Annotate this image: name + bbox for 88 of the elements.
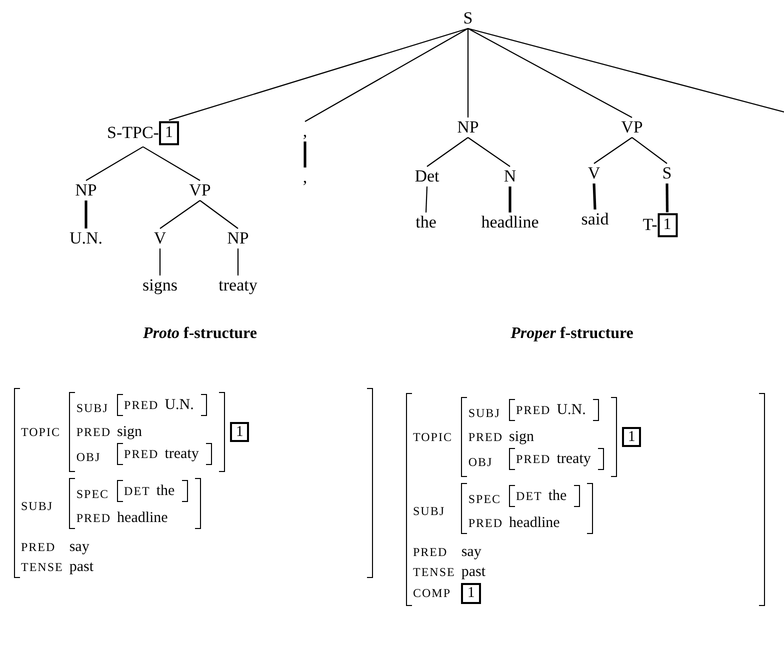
tree-label: the (416, 214, 436, 230)
attribute-label: TOPIC (21, 425, 60, 439)
value-label: treaty (164, 446, 199, 462)
tree-branch (594, 137, 632, 164)
value-label: past (461, 564, 486, 580)
value-label: treaty (556, 451, 591, 467)
tree-label: N (504, 168, 516, 184)
attribute-label: PRED (468, 516, 504, 530)
attribute-label: OBJ (468, 454, 493, 468)
tree-branch (468, 28, 632, 118)
attribute-label: TENSE (21, 560, 64, 574)
value-label: headline (117, 510, 168, 526)
attribute-label: SUBJ (76, 400, 108, 414)
tree-label: , (302, 168, 308, 186)
value-label: past (69, 559, 94, 575)
heading: Proto f-structure (143, 325, 257, 343)
tree-label: NP (227, 230, 249, 246)
tree-label: VP (189, 182, 211, 198)
attribute-label: SPEC (468, 492, 502, 506)
tree-branch (425, 186, 428, 213)
index-box: 1 (461, 583, 481, 604)
attribute-label: SUBJ (468, 406, 500, 420)
tree-label: V (588, 164, 600, 182)
tree-label: U.N. (69, 230, 103, 246)
tree-branch (304, 28, 468, 122)
tree-label: S-TPC- (107, 124, 159, 142)
attribute-label: PRED (124, 447, 159, 461)
attribute-label: OBJ (76, 450, 101, 464)
tree-branch (467, 28, 469, 118)
tree-branch (142, 146, 200, 181)
value-label: the (156, 483, 175, 499)
tree-branch (84, 200, 88, 228)
attribute-label: PRED (413, 545, 448, 559)
tree-label: V (154, 230, 166, 246)
tree-label: S (463, 10, 473, 26)
attribute-label: PRED (516, 452, 551, 466)
index-box: 1 (657, 213, 678, 237)
tree-branch (160, 200, 200, 229)
tree-branch (237, 248, 239, 276)
attribute-label: TENSE (413, 565, 456, 579)
tree-branch (632, 137, 668, 164)
attribute-label: PRED (124, 398, 159, 412)
tree-branch (200, 200, 238, 229)
value-label: sign (117, 424, 142, 440)
index-box: 1 (158, 121, 179, 145)
tree-branch (426, 137, 468, 167)
value-label: sign (509, 429, 534, 445)
value-label: the (548, 488, 567, 504)
attribute-label: PRED (468, 430, 504, 444)
tree-branch (159, 248, 161, 276)
tree-branch (168, 28, 468, 121)
tree-branch (304, 142, 306, 168)
tree-branch (666, 183, 669, 212)
attribute-label: TOPIC (413, 430, 452, 444)
tree-label: , (302, 122, 308, 140)
tree-label: said (581, 210, 609, 228)
tree-branch (592, 183, 596, 210)
attribute-label: PRED (516, 403, 551, 417)
attribute-label: SUBJ (413, 504, 446, 518)
tree-label: headline (481, 214, 539, 230)
attribute-label: PRED (76, 511, 112, 525)
attribute-label: PRED (21, 540, 56, 554)
index-box: 1 (230, 422, 250, 442)
tree-label: NP (75, 182, 97, 198)
value-label: U.N. (164, 397, 194, 413)
heading: Proper f-structure (510, 325, 634, 343)
tree-label: NP (457, 118, 479, 136)
tree-label: Det (414, 168, 440, 184)
attribute-label: SUBJ (21, 499, 54, 513)
tree-branch (86, 146, 144, 181)
tree-label: signs (142, 276, 178, 294)
tree-label: VP (621, 118, 643, 136)
value-label: say (461, 544, 482, 560)
value-label: headline (509, 515, 560, 531)
attribute-label: DET (124, 484, 150, 498)
tree-label: treaty (218, 276, 258, 294)
tree-branch (468, 137, 510, 167)
attribute-label: DET (516, 489, 542, 503)
attribute-label: PRED (76, 425, 112, 439)
attribute-label: COMP (413, 586, 452, 600)
tree-branch (468, 28, 784, 113)
tree-label: S (662, 164, 672, 182)
tree-label: T- (642, 216, 658, 234)
attribute-label: SPEC (76, 486, 110, 500)
value-label: U.N. (556, 402, 586, 418)
tree-branch (508, 186, 512, 212)
value-label: say (69, 539, 90, 555)
index-box: 1 (622, 426, 642, 448)
